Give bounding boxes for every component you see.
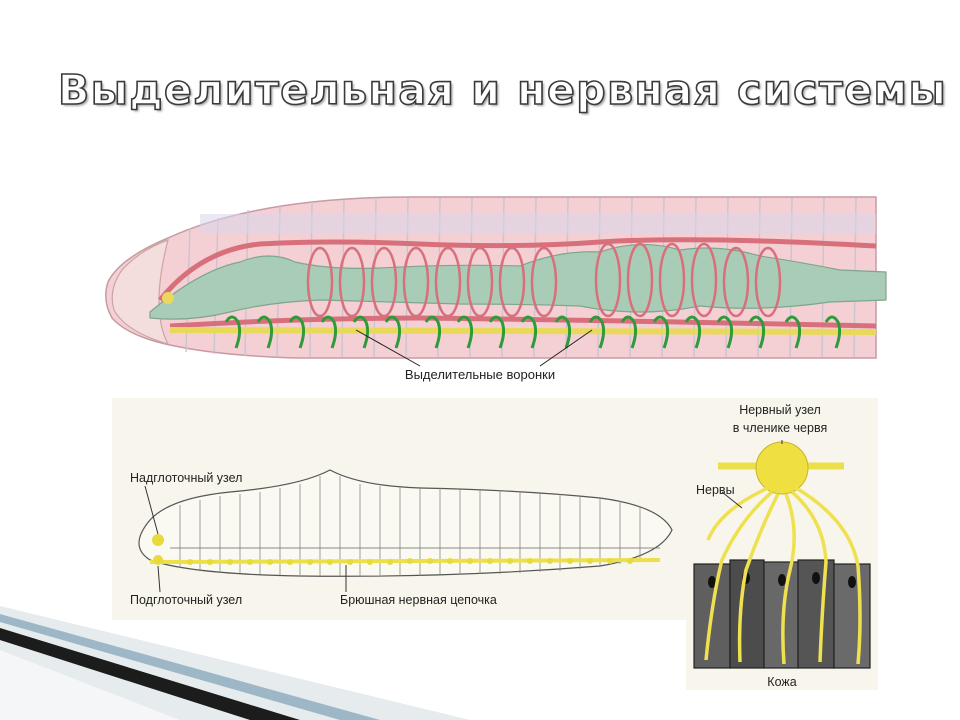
label-subesophageal: Подглоточный узел [130,593,242,607]
excretory-system-diagram: Выделительные воронки [105,196,887,382]
nerve-branches [704,486,862,665]
label-nerves: Нервы [696,483,735,497]
cerebral-ganglion [162,292,174,304]
slide-title: Выделительная и нервная системы [57,65,948,115]
nervous-leader-lines [144,485,347,593]
label-skin: Кожа [767,675,796,689]
segment-ganglion [755,441,809,495]
nervous-system-diagram: Надглоточный узел Подглоточный узел Брюш… [112,398,686,620]
blood-vessels [158,237,877,329]
label-supraesophageal: Надглоточный узел [130,471,242,485]
body-wall-band [200,214,876,234]
nephridia [224,315,842,349]
label-nephridia: Выделительные воронки [405,367,555,382]
head-prostomium [111,239,170,345]
label-ventral-cord: Брюшная нервная цепочка [340,593,497,607]
segment-leader-lines [721,440,783,509]
segment-ganglion-diagram: Нервный узел в членике червя Нервы Кожа [686,398,878,690]
ganglia-chain [187,558,633,565]
ring-vessels [306,242,782,318]
worm-outline-nervous [138,469,673,577]
label-ganglion-line1: Нервный узел [739,403,821,417]
subesophageal-ganglion [153,555,163,565]
ventral-cord-nervous [149,558,661,564]
label-ganglion-line2: в членике червя [733,421,827,435]
ventral-nerve-cord [169,327,877,335]
nephridia-leader-lines [355,329,593,367]
supraesophageal-ganglion [152,534,164,546]
